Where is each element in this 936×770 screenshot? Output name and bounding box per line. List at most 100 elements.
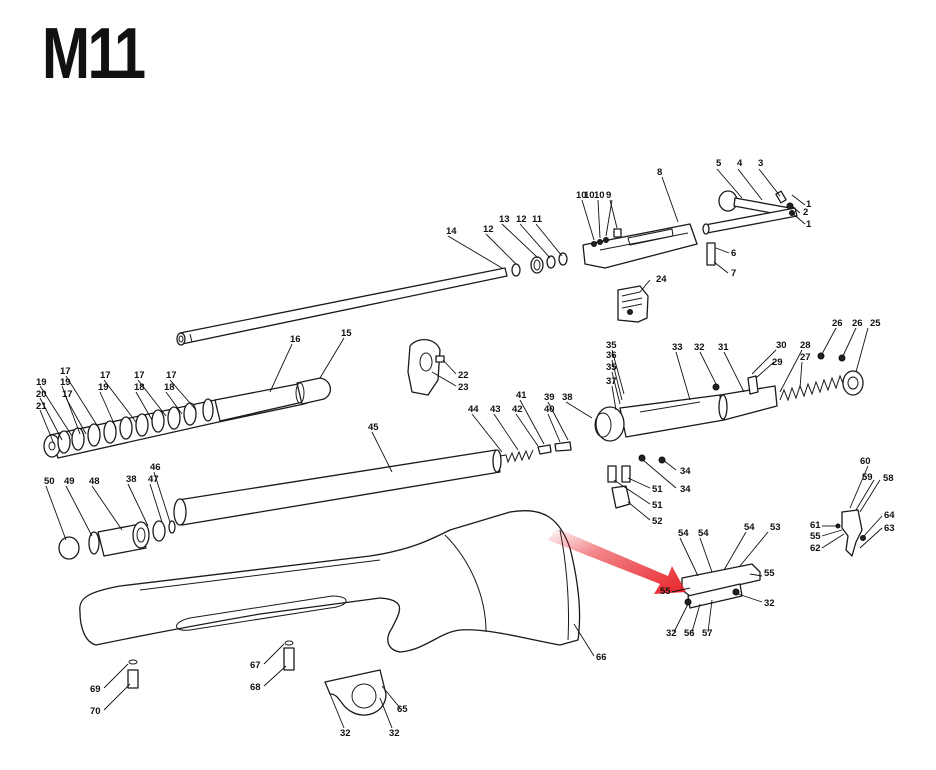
label-part-32: 32 [764, 598, 775, 609]
piston-part [173, 441, 572, 526]
highlight-arrow [548, 528, 686, 594]
label-part-56: 56 [684, 628, 695, 639]
label-part-51: 51 [652, 484, 663, 495]
label-part-33: 33 [672, 342, 683, 353]
label-part-28: 28 [800, 340, 811, 351]
label-part-63: 63 [884, 523, 895, 534]
label-part-47: 47 [148, 474, 159, 485]
label-part-9: 9 [606, 190, 611, 201]
label-part-53: 53 [770, 522, 781, 533]
label-part-29: 29 [772, 357, 783, 368]
label-part-5: 5 [716, 158, 722, 169]
label-part-32: 32 [666, 628, 677, 639]
label-part-38: 38 [126, 474, 137, 485]
front-sight-part [407, 339, 445, 396]
label-part-18: 18 [164, 382, 175, 393]
barrel-part [176, 267, 508, 346]
label-part-7: 7 [731, 268, 736, 279]
label-part-10: 10 [584, 190, 595, 201]
label-part-55: 55 [810, 531, 821, 542]
compression-tube-part [594, 375, 778, 442]
label-part-52: 52 [652, 516, 663, 527]
label-part-3: 3 [758, 158, 763, 169]
label-part-57: 57 [702, 628, 713, 639]
label-part-12: 12 [483, 224, 494, 235]
label-part-27: 27 [800, 352, 811, 363]
label-part-54: 54 [744, 522, 755, 533]
label-part-11: 11 [532, 214, 543, 225]
label-part-23: 23 [458, 382, 469, 393]
label-part-61: 61 [810, 520, 821, 531]
diagram-title: M11 [42, 14, 146, 94]
label-part-34: 34 [680, 484, 691, 495]
cocking-lever-part [702, 190, 798, 266]
label-part-64: 64 [884, 510, 895, 521]
label-part-32: 32 [389, 728, 400, 739]
label-part-17: 17 [100, 370, 111, 381]
label-part-55: 55 [764, 568, 775, 579]
label-part-30: 30 [776, 340, 787, 351]
label-part-14: 14 [446, 226, 457, 237]
label-part-21: 21 [36, 401, 47, 412]
stock-screws-part [127, 640, 295, 689]
label-part-34: 34 [680, 466, 691, 477]
label-part-17: 17 [166, 370, 177, 381]
label-part-18: 18 [134, 382, 145, 393]
label-part-6: 6 [731, 248, 736, 259]
label-part-38: 38 [562, 392, 573, 403]
label-part-32: 32 [340, 728, 351, 739]
label-part-67: 67 [250, 660, 261, 671]
label-part-60: 60 [860, 456, 871, 467]
label-part-17: 17 [60, 366, 71, 377]
label-part-12: 12 [516, 214, 527, 225]
label-part-43: 43 [490, 404, 501, 415]
label-part-69: 69 [90, 684, 101, 695]
label-part-37: 37 [606, 376, 617, 387]
label-part-17: 17 [62, 389, 73, 400]
label-part-31: 31 [718, 342, 729, 353]
label-part-24: 24 [656, 274, 667, 285]
label-part-48: 48 [89, 476, 100, 487]
label-part-65: 65 [397, 704, 408, 715]
label-part-32: 32 [694, 342, 705, 353]
trigger-housing-part [681, 563, 761, 609]
label-part-66: 66 [596, 652, 607, 663]
label-part-42: 42 [512, 404, 523, 415]
label-part-1: 1 [806, 199, 812, 210]
callout-labels: 1 2 1 3 4 5 6 7 8 9 10 10 10 11 12 13 12… [36, 158, 895, 739]
label-part-46: 46 [150, 462, 161, 473]
label-part-20: 20 [36, 389, 47, 400]
label-part-62: 62 [810, 543, 821, 554]
label-part-13: 13 [499, 214, 510, 225]
rear-sight-part [617, 285, 649, 323]
silencer-stack-part [43, 377, 331, 459]
receiver-rear-part [58, 520, 176, 560]
label-part-4: 4 [737, 158, 743, 169]
label-part-10: 10 [576, 190, 587, 201]
label-part-36: 36 [606, 350, 617, 361]
label-part-25: 25 [870, 318, 881, 329]
label-part-22: 22 [458, 370, 469, 381]
trigger-guard-part [324, 669, 387, 716]
label-part-26: 26 [852, 318, 863, 329]
label-part-49: 49 [64, 476, 75, 487]
label-part-59: 59 [862, 472, 873, 483]
label-part-17: 17 [134, 370, 145, 381]
barrel-rings [511, 252, 568, 277]
label-part-68: 68 [250, 682, 261, 693]
label-part-54: 54 [698, 528, 709, 539]
label-part-54: 54 [678, 528, 689, 539]
label-part-55: 55 [660, 586, 671, 597]
label-part-44: 44 [468, 404, 479, 415]
label-part-45: 45 [368, 422, 379, 433]
label-part-10: 10 [594, 190, 605, 201]
label-part-58: 58 [883, 473, 894, 484]
label-part-19: 19 [36, 377, 47, 388]
label-part-35: 35 [606, 362, 617, 373]
breech-block-part [582, 223, 698, 269]
rifle-stock-part [79, 510, 581, 653]
trigger-blade-part [835, 509, 866, 557]
label-part-16: 16 [290, 334, 301, 345]
label-part-15: 15 [341, 328, 352, 339]
